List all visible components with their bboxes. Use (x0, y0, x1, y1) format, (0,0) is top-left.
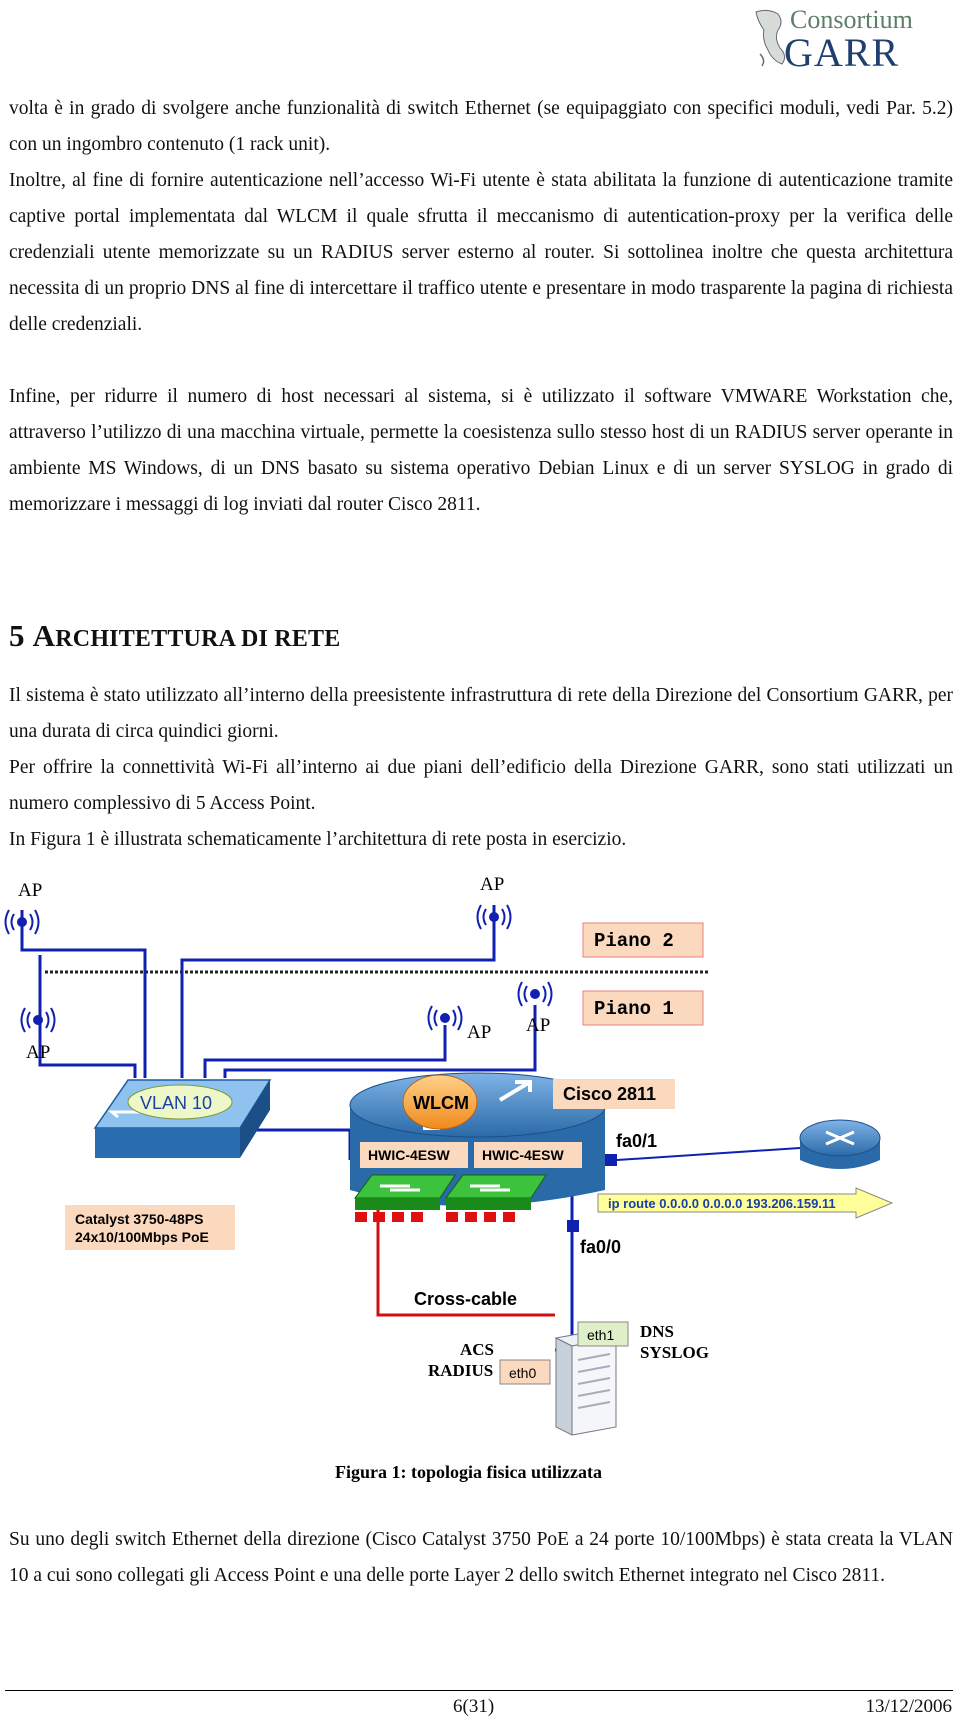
floor-1-box (582, 990, 704, 1026)
vlan-badge (127, 1084, 233, 1120)
floor-1-label: Piano 1 (594, 998, 674, 1020)
floor-2-box (582, 922, 704, 958)
cisco-2811-label: Cisco 2811 (563, 1084, 656, 1104)
paragraph-access-points: Per offrire la connettività Wi-Fi all’in… (9, 757, 953, 814)
section-title-first: A (32, 618, 56, 653)
wlcm-label: WLCM (413, 1093, 469, 1113)
page-date: 13/12/2006 (865, 1696, 952, 1717)
ap-top-center-icon (476, 904, 512, 930)
ap-label-right: AP (526, 1015, 550, 1036)
port-fa01-label: fa0/1 (616, 1131, 657, 1151)
logo-garr: GARR (784, 30, 899, 74)
hwic-1-label: HWIC-4ESW (368, 1147, 450, 1163)
page-number: 6(31) (453, 1696, 495, 1717)
section-number: 5 (9, 618, 25, 653)
paragraph-intro: volta è in grado di svolgere anche funzi… (9, 98, 953, 155)
ap-center-icon (427, 1005, 463, 1031)
paragraph-vmware: Infine, per ridurre il numero di host ne… (9, 386, 953, 515)
section-heading: 5 ARCHITETTURA DI RETE (9, 618, 340, 654)
ap-top-left-icon (4, 909, 40, 935)
syslog-label: SYSLOG (640, 1343, 709, 1362)
vlan-label: VLAN 10 (140, 1093, 212, 1113)
eth0-box (499, 1359, 551, 1385)
hwic-1-box (360, 1142, 468, 1168)
figure-caption: Figura 1: topologia fisica utilizzata (335, 1462, 602, 1482)
catalyst-label-box (65, 1205, 235, 1250)
upstream-router-icon (799, 1119, 881, 1169)
acs-label: ACS (460, 1340, 494, 1359)
catalyst-label-line-2: 24x10/100Mbps PoE (75, 1229, 209, 1245)
logo-consortium: Consortium (790, 5, 913, 34)
dns-label: DNS (640, 1322, 674, 1341)
eth1-label: eth1 (587, 1327, 614, 1343)
footer-divider (5, 1690, 953, 1691)
ap-label-center: AP (467, 1022, 491, 1043)
ap-bottom-left-icon (20, 1007, 56, 1033)
ap-right-icon (517, 981, 553, 1007)
route-label: ip route 0.0.0.0 0.0.0.0 193.206.159.11 (608, 1196, 836, 1211)
ap-label-top-center: AP (480, 874, 504, 895)
paragraph-figure-intro: In Figura 1 è illustrata schematicamente… (9, 829, 627, 850)
radius-label: RADIUS (428, 1361, 493, 1380)
hwic-switch-modules-icon (354, 1154, 617, 1232)
route-arrow (597, 1187, 894, 1219)
cisco-2811-label-box (553, 1079, 675, 1109)
hwic-2-label: HWIC-4ESW (482, 1147, 564, 1163)
garr-logo: Consortium GARR (755, 5, 913, 74)
catalyst-label-line-1: Catalyst 3750-48PS (75, 1211, 203, 1227)
ap-label-top-left: AP (18, 880, 42, 901)
eth0-label: eth0 (509, 1365, 536, 1381)
port-fa00-label: fa0/0 (580, 1237, 621, 1257)
cross-cable-line (376, 1160, 555, 1317)
eth1-box (577, 1321, 629, 1347)
paragraph-vlan-config: Su uno degli switch Ethernet della direz… (9, 1529, 953, 1586)
network-topology-diagram: AP AP AP AP AP Piano 2 Piano 1 VLAN 10 C… (4, 874, 894, 1482)
uplink-line (616, 1147, 801, 1161)
paragraph-captive-portal: Inoltre, al fine di fornire autenticazio… (9, 170, 953, 335)
wlcm-module-icon (402, 1074, 478, 1130)
hwic-2-box (474, 1142, 582, 1168)
section-title-rest: RCHITETTURA DI RETE (55, 626, 341, 652)
paragraph-system-usage: Il sistema è stato utilizzato all’intern… (9, 685, 953, 742)
ap-label-bottom-left: AP (26, 1042, 50, 1063)
italy-map-icon (755, 9, 786, 65)
cross-cable-label: Cross-cable (414, 1289, 517, 1309)
floor-2-label: Piano 2 (594, 930, 674, 952)
